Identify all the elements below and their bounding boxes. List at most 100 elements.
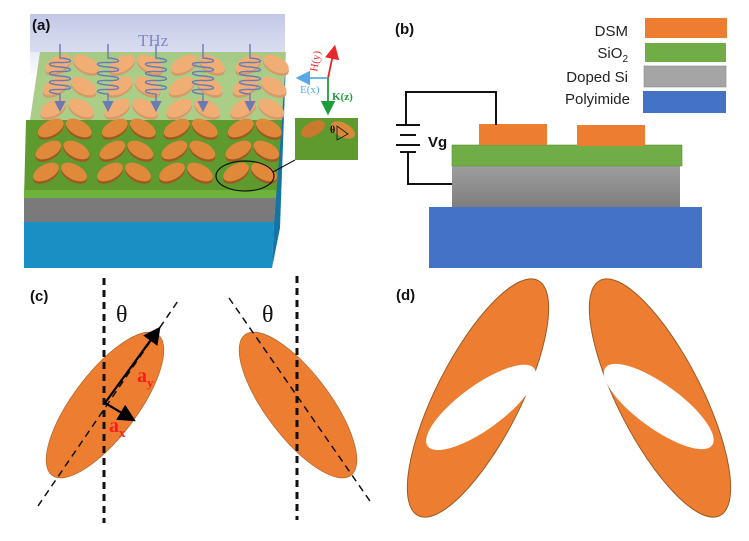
thz-wave-group	[48, 44, 262, 113]
dsm-ellipse	[191, 118, 218, 138]
ax-label: ax	[109, 415, 126, 440]
split-ring-right	[588, 278, 732, 518]
legend-swatch-sio2	[645, 43, 726, 62]
circuit-wire-bottom	[407, 152, 452, 185]
dsm-ellipse	[166, 98, 193, 118]
dsm-ellipse	[129, 118, 156, 138]
dsm-ellipse	[33, 162, 59, 182]
legend-label-doped-si: Doped Si	[566, 69, 628, 86]
thz-wave-arrow	[191, 44, 215, 113]
dsm-ellipse	[161, 140, 188, 160]
dsm-ellipse	[61, 162, 87, 182]
legend-swatch-dsm	[645, 18, 727, 38]
panel-b-label: (b)	[395, 21, 414, 38]
panel-a-label: (a)	[32, 17, 50, 34]
panel-d: (d)	[396, 278, 732, 518]
dsm-ellipse	[97, 162, 123, 182]
thz-haze	[30, 14, 285, 52]
legend: DSM SiO2 Doped Si Polyimide	[565, 18, 727, 113]
doped-si-layer	[24, 198, 276, 222]
dsm-ellipse	[163, 118, 190, 138]
e-field-label: E(x)	[300, 84, 320, 96]
dsm-ellipse	[253, 140, 280, 160]
dsm-ellipse	[127, 140, 154, 160]
panel-c-label: (c)	[30, 288, 48, 305]
k-vector-label: K(z)	[332, 91, 353, 103]
h-field-label: H(y)	[308, 50, 323, 73]
h-field-arrow	[325, 44, 340, 79]
zoom-highlight-ring	[215, 160, 275, 192]
inset-angle-marker	[336, 125, 349, 141]
thz-wave-arrow	[144, 44, 168, 113]
legend-item-dsm: DSM	[595, 18, 727, 40]
theta-label-right: θ	[262, 302, 274, 328]
thz-wave-arrow	[238, 44, 262, 113]
major-axis-left	[37, 297, 181, 507]
coordinate-axes: H(y) E(x) K(z)	[295, 44, 353, 116]
legend-swatch-doped-si	[643, 65, 727, 88]
inset-substrate	[295, 118, 358, 160]
doped-si-block	[452, 166, 680, 207]
dsm-ellipse	[223, 162, 249, 182]
dsm-ellipse	[251, 162, 277, 182]
polyimide-layer	[24, 222, 274, 268]
legend-item-polyimide: Polyimide	[565, 91, 726, 113]
panel-c: (c) θ θ ay ax	[30, 276, 373, 523]
ax-arrow	[104, 402, 136, 422]
dsm-ellipse	[225, 140, 252, 160]
sio2-block	[451, 144, 683, 167]
dsm-ellipse	[260, 76, 287, 96]
dsm-ellipse	[45, 54, 71, 74]
dsm-electrode-left	[479, 124, 547, 145]
legend-label-polyimide: Polyimide	[565, 91, 630, 108]
dsm-ellipse	[125, 162, 151, 182]
legend-label-sio2: SiO2	[597, 45, 628, 65]
unit-cell-inset: θ	[295, 118, 358, 160]
dsm-ellipse	[189, 140, 216, 160]
ay-label: ay	[137, 365, 154, 390]
dsm-electrode-right	[577, 125, 645, 146]
thz-wave-arrow	[48, 44, 72, 113]
dsm-ellipse	[199, 54, 225, 74]
panel-b: (b) DSM SiO2 Doped Si Polyimide	[395, 18, 727, 268]
legend-item-sio2: SiO2	[597, 43, 726, 65]
dsm-ellipse	[187, 162, 213, 182]
dsm-ellipse	[35, 140, 62, 160]
dsm-ellipse	[263, 54, 289, 74]
dsm-ellipse	[73, 54, 99, 74]
circuit-wire-top	[405, 91, 497, 125]
thz-label: THz	[138, 31, 169, 50]
gate-voltage-label: Vg	[428, 134, 447, 151]
theta-label-left: θ	[116, 302, 128, 328]
dsm-ellipse	[137, 54, 163, 74]
thz-wave-arrow	[96, 44, 120, 113]
dsm-ellipse	[159, 162, 185, 182]
dsm-ellipse	[63, 140, 90, 160]
legend-item-doped-si: Doped Si	[566, 65, 727, 88]
dsm-ellipse	[70, 76, 97, 96]
ay-arrow	[104, 326, 161, 404]
legend-swatch-polyimide	[643, 91, 726, 113]
dsm-ellipse	[255, 118, 282, 138]
legend-label-dsm: DSM	[595, 23, 628, 40]
sio2-edge	[24, 190, 276, 198]
sio2-layer	[24, 120, 282, 198]
inset-theta-label: θ	[330, 125, 335, 136]
panel-a: θ H(y) E(x) K(z) THz (a)	[24, 14, 358, 268]
dsm-ellipse	[101, 118, 128, 138]
dsm-ellipse	[65, 118, 92, 138]
zoom-connector-line	[272, 159, 296, 173]
dsm-ellipse	[168, 76, 195, 96]
dsm-ellipse	[106, 76, 133, 96]
inset-ellipse-left	[301, 120, 325, 138]
dsm-ellipse-right	[238, 331, 358, 479]
dsm-ellipse	[68, 98, 95, 118]
dsm-ellipse	[171, 54, 197, 74]
dsm-ellipse	[99, 140, 126, 160]
dsm-ellipse	[37, 118, 64, 138]
panel-d-label: (d)	[396, 287, 415, 304]
dsm-ellipse	[235, 54, 261, 74]
split-ring-left	[406, 278, 550, 518]
dsm-ellipse	[258, 98, 285, 118]
